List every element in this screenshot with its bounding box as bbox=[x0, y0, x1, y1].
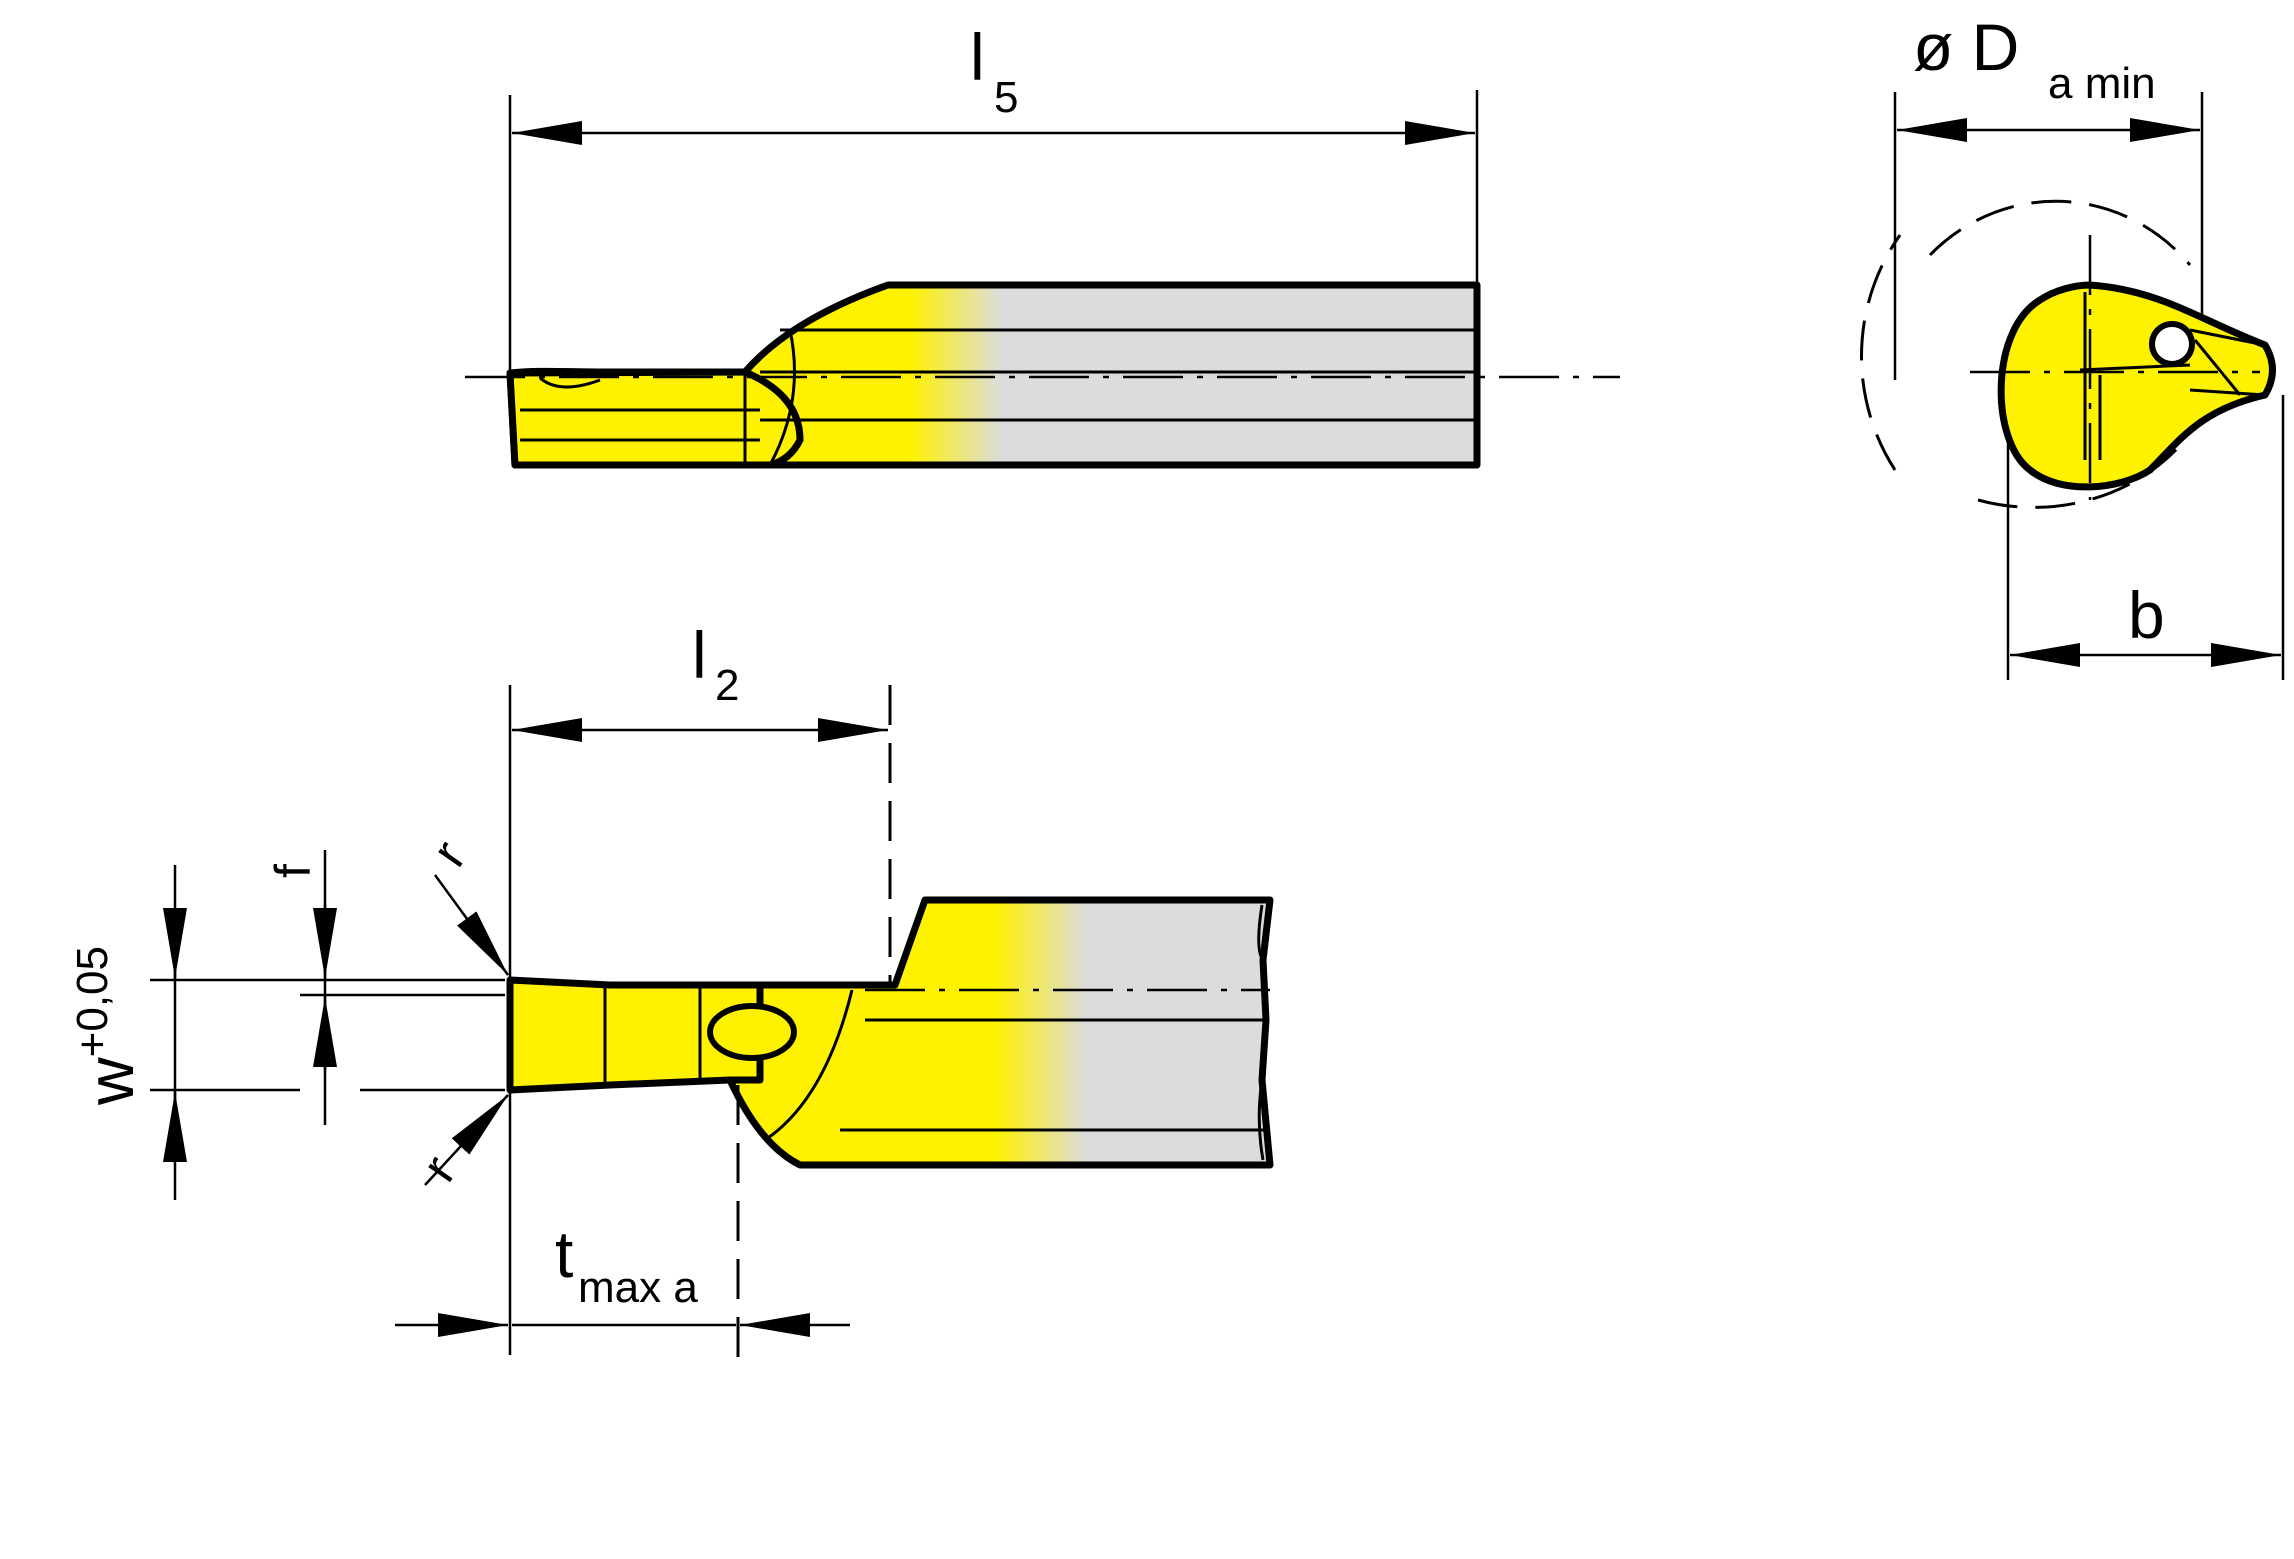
da-min-subscript: a min bbox=[2048, 59, 2156, 108]
da-min-label: ø D bbox=[1913, 10, 2019, 84]
r-top-label: r bbox=[421, 831, 476, 877]
insert-tip-top bbox=[506, 368, 804, 469]
w-label: w+0,05 bbox=[68, 946, 147, 1106]
coolant-hole bbox=[2149, 321, 2195, 367]
b-label: b bbox=[2128, 578, 2165, 652]
r-top-leader bbox=[433, 874, 510, 976]
l2-subscript: 2 bbox=[715, 661, 739, 710]
clamp-hole bbox=[707, 1003, 797, 1061]
l5-label: l bbox=[970, 20, 985, 94]
r-bottom-leader bbox=[424, 1094, 509, 1186]
r-bottom-label: r bbox=[411, 1146, 466, 1192]
tmax-label: t bbox=[555, 1217, 573, 1291]
insert-head-end bbox=[1997, 281, 2276, 491]
tool-body-bottom bbox=[726, 896, 1274, 1169]
insert-tip-bottom bbox=[506, 976, 764, 1094]
detail-view-bottom: l 2 w+0,05 f r r t max a bbox=[68, 618, 1274, 1360]
l2-label: l bbox=[692, 618, 707, 692]
w-tolerance: +0,05 bbox=[68, 946, 117, 1057]
tmax-subscript: max a bbox=[578, 1263, 698, 1312]
l5-subscript: 5 bbox=[994, 73, 1018, 122]
f-label: f bbox=[265, 864, 321, 878]
end-view: ø D a min b bbox=[1859, 10, 2285, 680]
side-view-top: l 5 bbox=[465, 20, 1620, 469]
